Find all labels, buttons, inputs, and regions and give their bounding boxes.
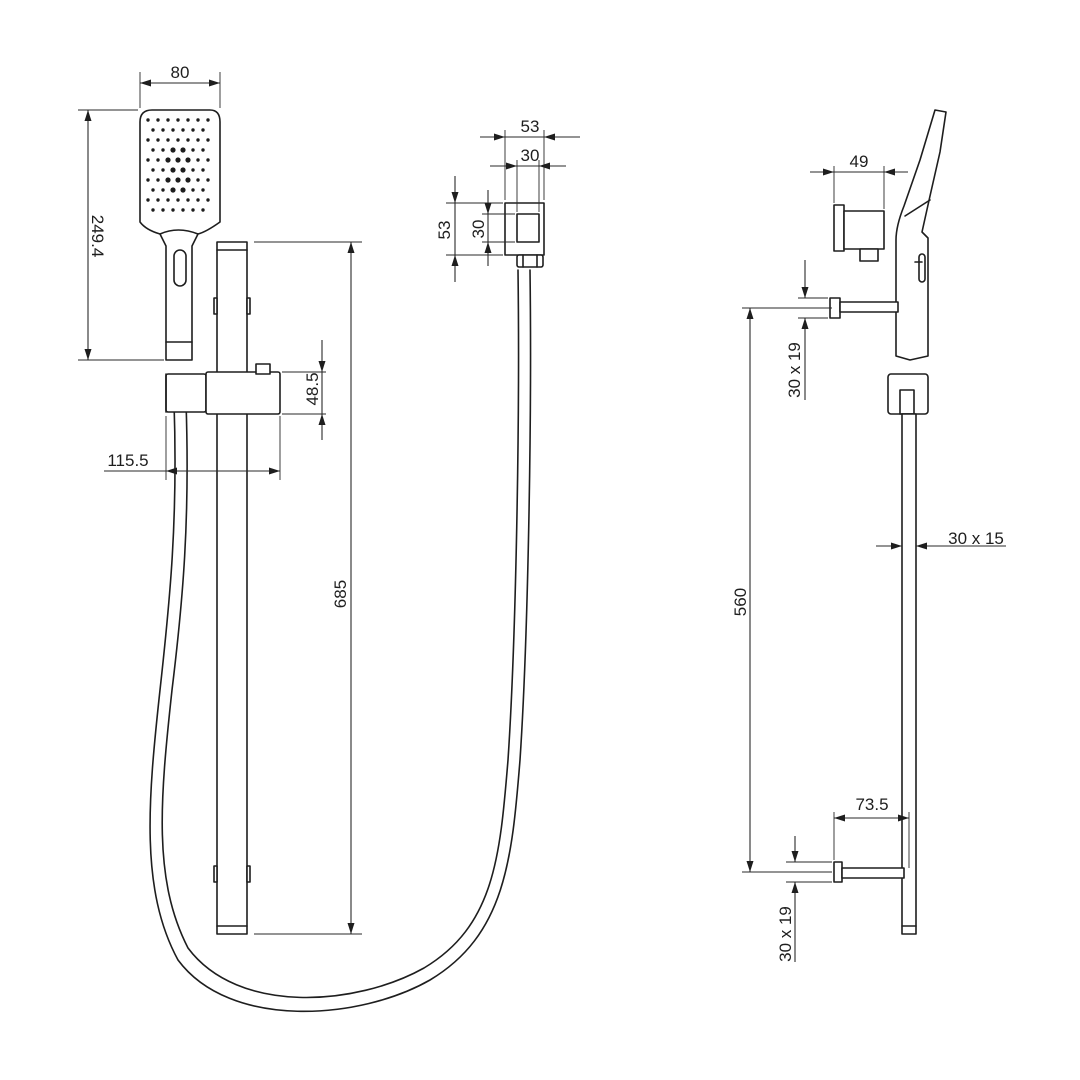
nozzle xyxy=(191,168,195,172)
nozzle xyxy=(180,167,186,173)
side-hand-shower xyxy=(895,109,947,361)
nozzle xyxy=(201,188,205,192)
dim-outlet-inner-height: 30 xyxy=(469,220,488,239)
nozzle xyxy=(201,208,205,212)
nozzle xyxy=(161,128,165,132)
dim-holder-height: 48.5 xyxy=(303,372,322,405)
nozzle xyxy=(151,188,155,192)
nozzle xyxy=(175,177,181,183)
side-view xyxy=(829,109,947,935)
dim-handset-width: 80 xyxy=(171,63,190,82)
spray-face-nozzles xyxy=(146,118,210,212)
nozzle xyxy=(176,198,180,202)
nozzle xyxy=(186,118,190,122)
hand-shower xyxy=(139,109,221,361)
nozzle xyxy=(206,138,210,142)
nozzle xyxy=(156,198,160,202)
nozzle xyxy=(196,158,200,162)
nozzle xyxy=(161,148,165,152)
nozzle xyxy=(151,208,155,212)
nozzle xyxy=(156,138,160,142)
nozzle xyxy=(170,187,176,193)
nozzle xyxy=(151,148,155,152)
nozzle xyxy=(185,177,191,183)
nozzle xyxy=(185,157,191,163)
nozzle xyxy=(156,118,160,122)
nozzle xyxy=(191,128,195,132)
nozzle xyxy=(191,148,195,152)
nozzle xyxy=(171,128,175,132)
dim-bracket-spacing: 560 xyxy=(731,588,750,616)
nozzle xyxy=(161,208,165,212)
nozzle xyxy=(166,198,170,202)
dim-outlet-outer-height: 53 xyxy=(435,221,454,240)
nozzle xyxy=(181,208,185,212)
dimensions: 80 249.4 48.5 115.5 685 5 xyxy=(78,63,1006,962)
nozzle xyxy=(180,147,186,153)
nozzle xyxy=(146,158,150,162)
side-rail xyxy=(901,413,917,935)
dim-rail-section: 30 x 15 xyxy=(948,529,1004,548)
dim-holder-projection: 115.5 xyxy=(107,451,148,470)
nozzle xyxy=(196,198,200,202)
nozzle xyxy=(206,118,210,122)
nozzle xyxy=(206,178,210,182)
nozzle xyxy=(186,198,190,202)
nozzle xyxy=(146,118,150,122)
shower-hose xyxy=(149,269,532,1013)
nozzle xyxy=(176,138,180,142)
nozzle xyxy=(146,198,150,202)
nozzle xyxy=(156,178,160,182)
nozzle xyxy=(161,168,165,172)
nozzle xyxy=(156,158,160,162)
nozzle xyxy=(180,187,186,193)
nozzle xyxy=(186,138,190,142)
nozzle xyxy=(196,178,200,182)
nozzle xyxy=(165,177,171,183)
sliding-rail xyxy=(213,241,251,935)
nozzle xyxy=(170,167,176,173)
nozzle xyxy=(176,118,180,122)
front-view xyxy=(139,109,532,1013)
nozzle xyxy=(201,148,205,152)
nozzle xyxy=(201,168,205,172)
shower-hose-inner xyxy=(161,269,520,999)
dim-outlet-inner-width: 30 xyxy=(521,146,540,165)
nozzle xyxy=(196,118,200,122)
nozzle xyxy=(191,208,195,212)
nozzle xyxy=(146,138,150,142)
dim-outlet-outer-width: 53 xyxy=(521,117,540,136)
nozzle xyxy=(151,128,155,132)
dim-outlet-projection: 49 xyxy=(850,152,869,171)
nozzle xyxy=(196,138,200,142)
nozzle xyxy=(165,157,171,163)
nozzle xyxy=(206,198,210,202)
nozzle xyxy=(166,138,170,142)
dim-bottom-bracket-section: 30 x 19 xyxy=(776,906,795,962)
nozzle xyxy=(171,208,175,212)
nozzle xyxy=(166,118,170,122)
nozzle xyxy=(170,147,176,153)
dim-rail-length: 685 xyxy=(331,580,350,608)
slider-holder xyxy=(165,363,281,415)
dim-top-bracket-section: 30 x 19 xyxy=(785,342,804,398)
nozzle xyxy=(151,168,155,172)
wall-outlet-view xyxy=(504,202,545,268)
nozzle xyxy=(175,157,181,163)
nozzle xyxy=(201,128,205,132)
nozzle xyxy=(206,158,210,162)
nozzle xyxy=(146,178,150,182)
nozzle xyxy=(181,128,185,132)
dim-handset-length: 249.4 xyxy=(88,215,107,258)
nozzle xyxy=(161,188,165,192)
dim-bottom-bracket-projection: 73.5 xyxy=(855,795,888,814)
nozzle xyxy=(191,188,195,192)
